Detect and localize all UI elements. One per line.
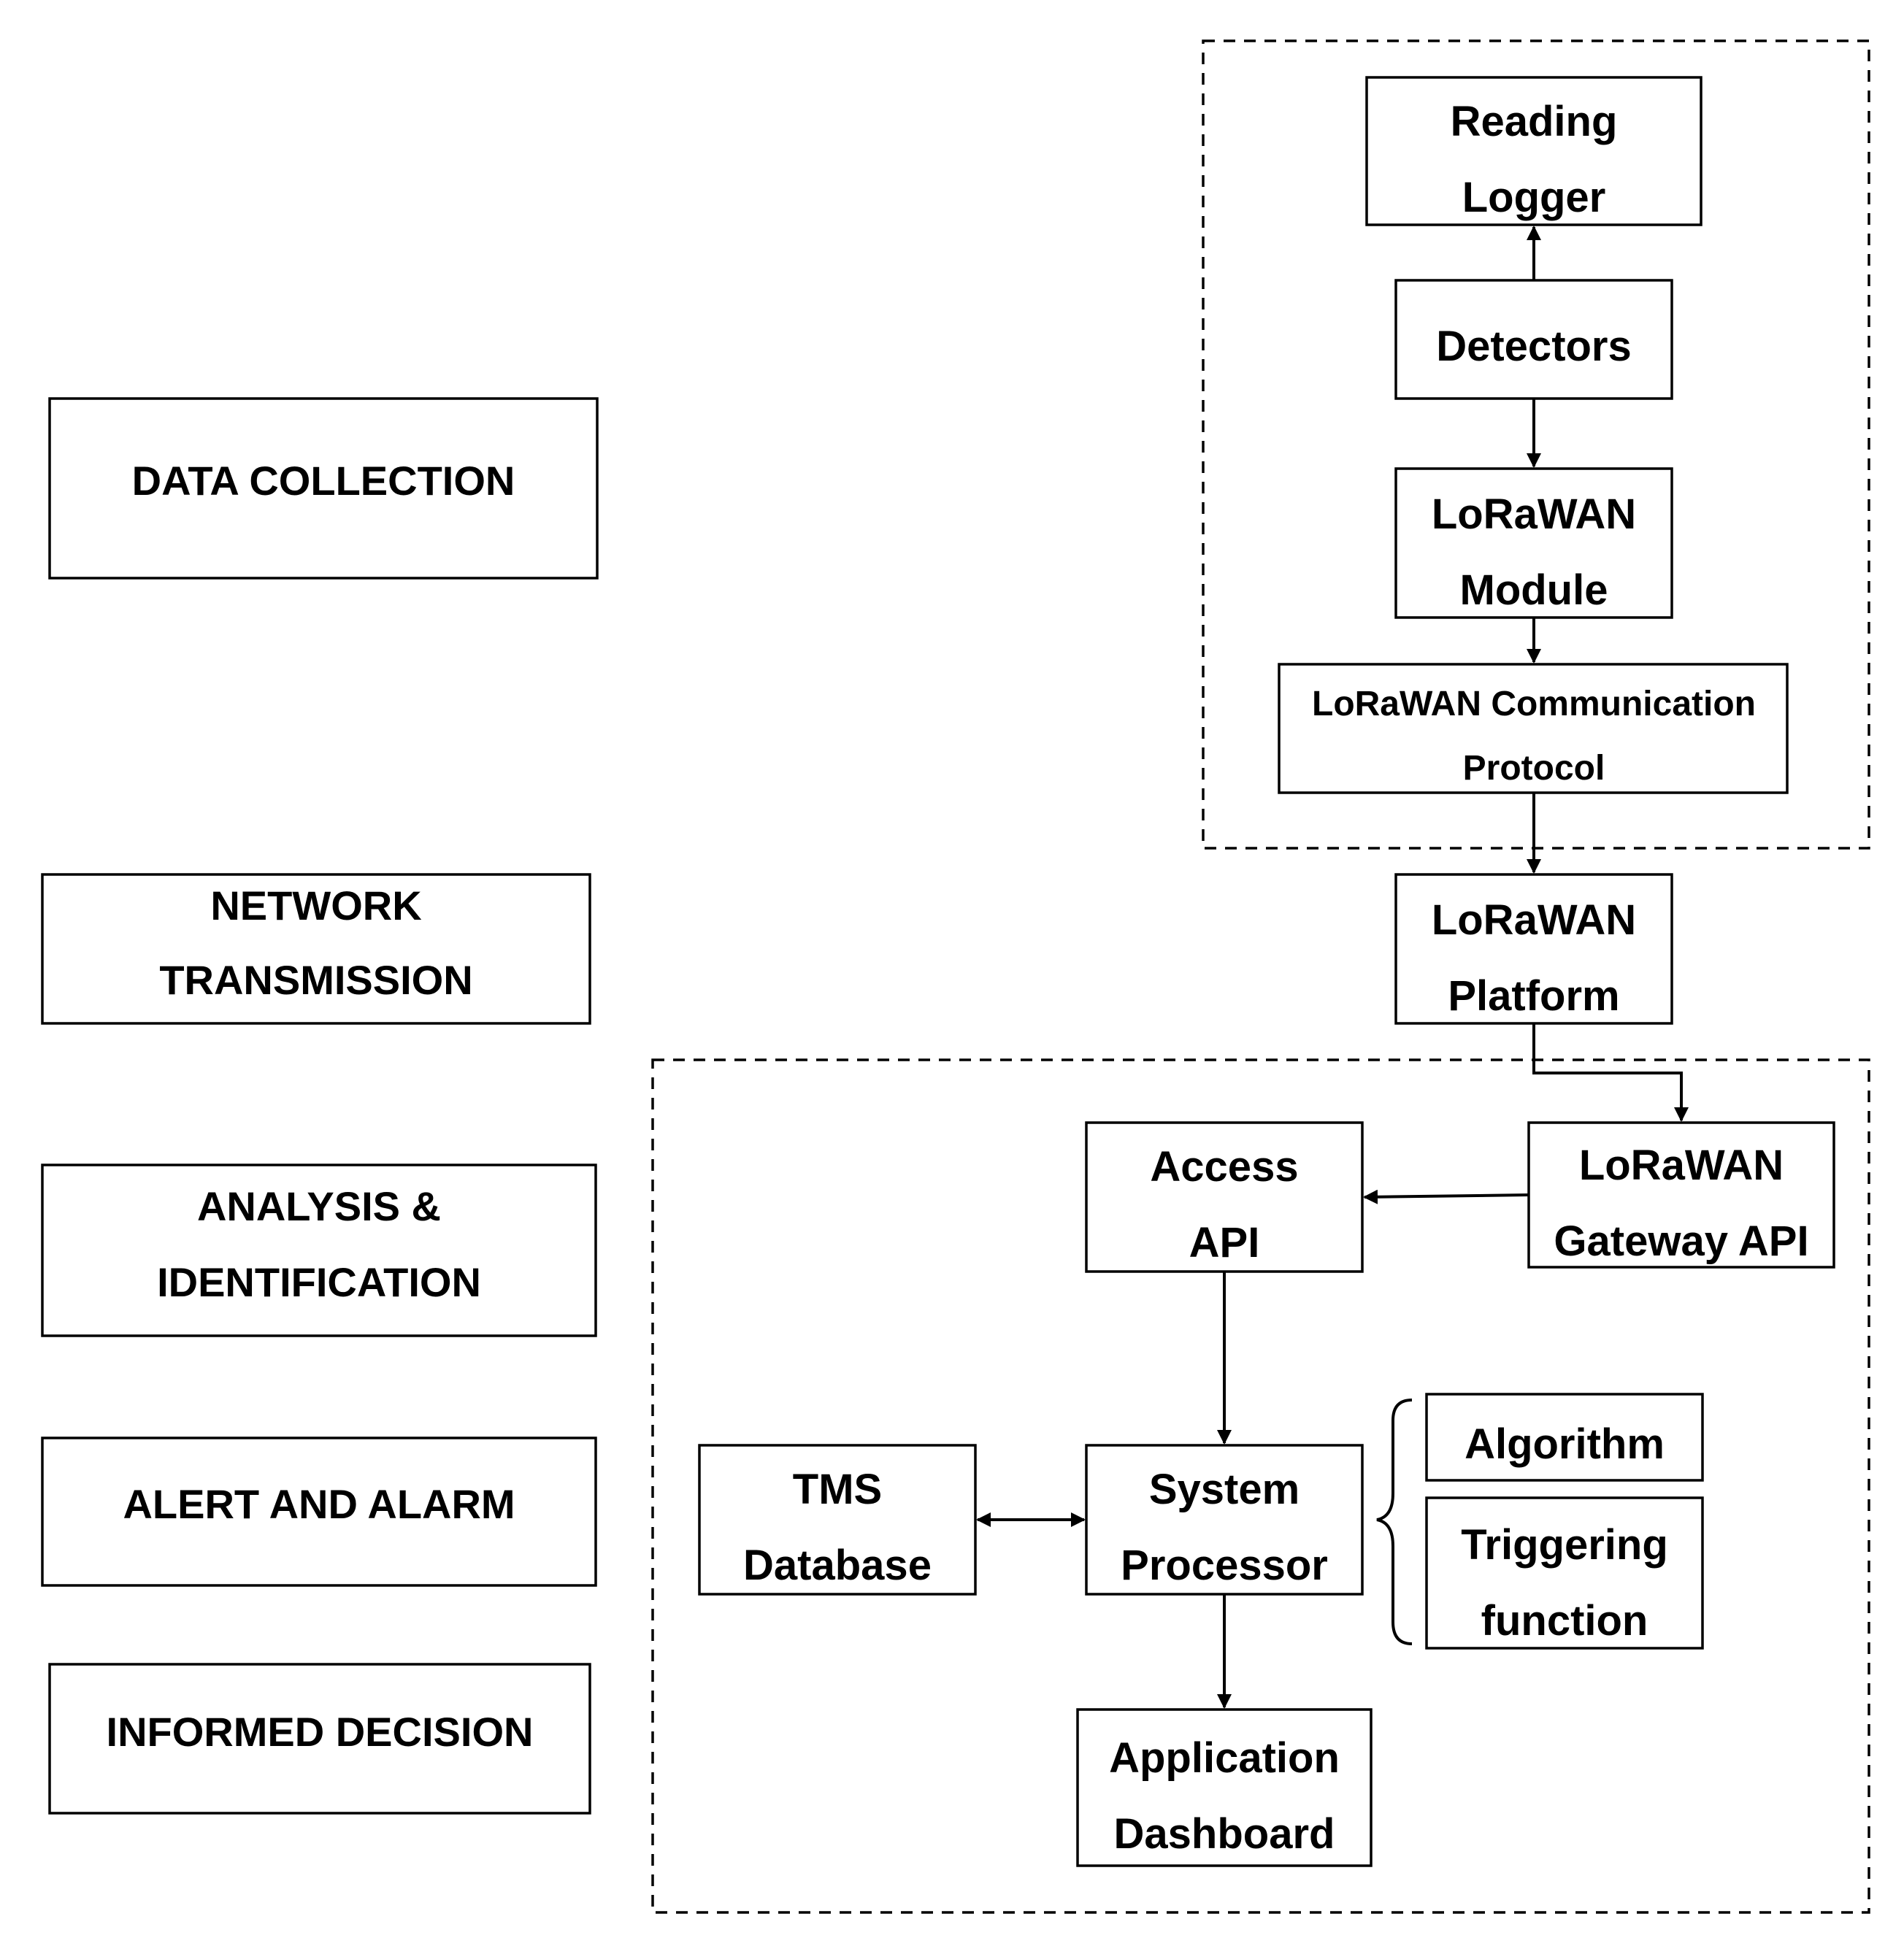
stage-label: DATA COLLECTION <box>132 458 515 504</box>
node-lorawan-communication-protocol: LoRaWAN Communication Protocol <box>1278 663 1789 794</box>
node-label: Algorithm <box>1465 1420 1665 1468</box>
stage-alert-and-alarm: ALERT AND ALARM <box>41 1437 597 1587</box>
node-detectors: Detectors <box>1394 279 1673 400</box>
node-label-line-2: API <box>1189 1219 1260 1266</box>
node-label-line-1: TMS <box>793 1466 882 1513</box>
node-application-dashboard: Application Dashboard <box>1076 1708 1373 1867</box>
node-lorawan-gateway-api: LoRaWAN Gateway API <box>1527 1121 1835 1269</box>
stage-label-line-1: NETWORK <box>210 882 421 928</box>
node-label-line-2: Gateway API <box>1554 1218 1808 1265</box>
node-label-line-1: Access <box>1150 1143 1298 1191</box>
node-label-line-2: Module <box>1460 566 1608 614</box>
analysis-group-boundary <box>651 1058 1870 1914</box>
node-label-line-2: Database <box>743 1542 932 1589</box>
node-label-line-2: Protocol <box>1463 749 1605 788</box>
node-label-line-1: LoRaWAN <box>1432 491 1636 538</box>
node-label-line-1: LoRaWAN <box>1432 896 1636 944</box>
node-label-line-2: Processor <box>1121 1542 1328 1589</box>
stage-data-collection: DATA COLLECTION <box>48 397 599 580</box>
node-label-line-1: LoRaWAN Communication <box>1312 685 1756 723</box>
stage-informed-decision: INFORMED DECISION <box>48 1663 591 1815</box>
data-collection-group-boundary <box>1202 39 1870 850</box>
edge-gateway-api-to-access-api <box>1363 1189 1529 1204</box>
node-algorithm: Algorithm <box>1425 1393 1704 1482</box>
node-label-line-1: Application <box>1109 1734 1340 1782</box>
node-system-processor: System Processor <box>1085 1444 1364 1596</box>
edge-platform-to-gateway-api <box>1532 1023 1689 1122</box>
stage-label: INFORMED DECISION <box>107 1709 534 1755</box>
node-lorawan-platform: LoRaWAN Platform <box>1394 873 1673 1025</box>
node-reading-logger: Reading Logger <box>1365 76 1703 226</box>
node-label-line-2: Logger <box>1462 174 1606 221</box>
curly-brace-icon <box>1376 1399 1413 1645</box>
stage-analysis-identification: ANALYSIS & IDENTIFICATION <box>41 1164 597 1337</box>
node-tms-database: TMS Database <box>698 1444 977 1596</box>
stage-label: ALERT AND ALARM <box>123 1481 515 1527</box>
node-label-line-2: function <box>1481 1597 1648 1645</box>
node-label-line-1: Reading <box>1451 98 1618 145</box>
stage-label-line-2: IDENTIFICATION <box>157 1259 481 1305</box>
stage-label-line-1: ANALYSIS & <box>197 1183 441 1229</box>
node-label-line-1: LoRaWAN <box>1579 1142 1784 1189</box>
node-lorawan-module: LoRaWAN Module <box>1394 467 1673 619</box>
node-label-line-2: Platform <box>1448 972 1619 1020</box>
node-label-line-2: Dashboard <box>1114 1810 1335 1858</box>
stage-label-line-2: TRANSMISSION <box>159 957 472 1003</box>
node-triggering-function: Triggering function <box>1425 1496 1704 1650</box>
node-label: Detectors <box>1436 323 1632 370</box>
stage-network-transmission: NETWORK TRANSMISSION <box>41 873 591 1025</box>
node-label-line-1: System <box>1149 1466 1300 1513</box>
node-label-line-1: Triggering <box>1461 1521 1668 1569</box>
node-access-api: Access API <box>1085 1121 1364 1273</box>
